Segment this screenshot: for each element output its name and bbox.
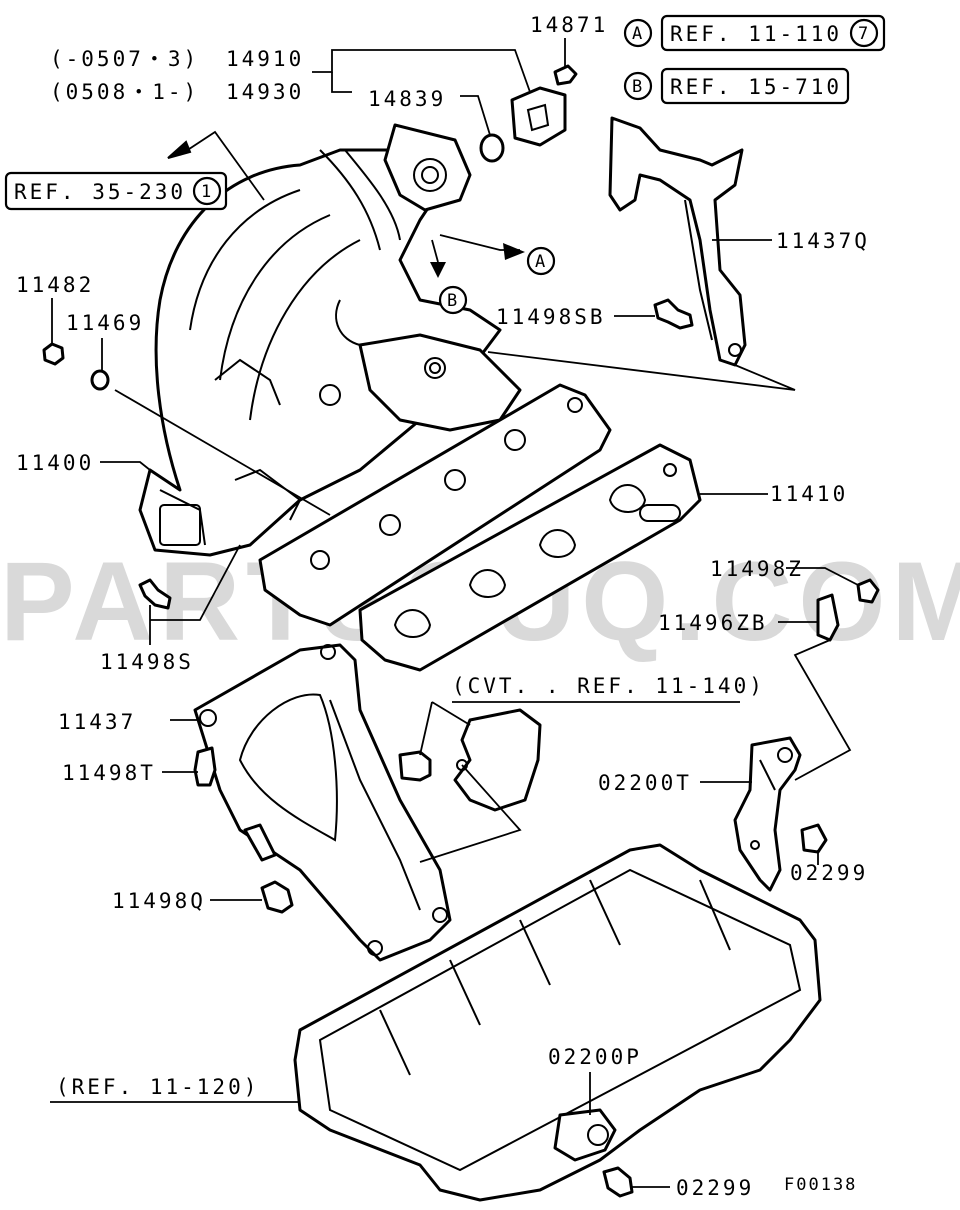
leader-lines [50, 38, 859, 1188]
arrow-ref-35 [167, 140, 192, 159]
cvt-ref-label[interactable]: (CVT. . REF. 11-140) [452, 674, 765, 698]
oil-pan-illustration [293, 843, 822, 1202]
clip-11496zb [816, 593, 840, 642]
part-14910[interactable]: 14910 [226, 47, 304, 71]
ref-box-b[interactable]: B REF. 15-710 [623, 67, 850, 105]
bolt-02299-upper [800, 823, 828, 854]
part-11437[interactable]: 11437 [58, 710, 136, 734]
ref-box-a[interactable]: A REF. 11-110 7 [623, 14, 886, 52]
bolt-11498sb [653, 298, 694, 330]
ref-35-230-number: 1 [201, 182, 213, 202]
part-11498t[interactable]: 11498T [62, 761, 156, 785]
marker-a-text: A [535, 252, 547, 272]
manifold-gasket-illustration [358, 443, 702, 672]
part-14871[interactable]: 14871 [530, 13, 608, 37]
bracket-02200t-illustration [733, 736, 802, 892]
part-11498z[interactable]: 11498Z [710, 557, 804, 581]
ref-11-110-label: REF. 11-110 [670, 22, 842, 46]
ref-15-710-label: REF. 15-710 [670, 75, 842, 99]
part-11496zb[interactable]: 11496ZB [658, 611, 768, 635]
part-11498sb[interactable]: 11498SB [496, 305, 606, 329]
fasteners-illustration [42, 298, 880, 1198]
part-11410[interactable]: 11410 [770, 482, 848, 506]
drawing-code: F00138 [784, 1175, 857, 1195]
part-11437q[interactable]: 11437Q [776, 229, 870, 253]
ref-marker-b-label: B [632, 77, 644, 97]
ref-marker-a-label: A [632, 24, 644, 44]
marker-b-text: B [447, 291, 459, 311]
part-02299-lower[interactable]: 02299 [676, 1176, 754, 1200]
intake-manifold-illustration [138, 123, 522, 557]
part-14839[interactable]: 14839 [368, 87, 446, 111]
part-11482[interactable]: 11482 [16, 273, 94, 297]
part-11400[interactable]: 11400 [16, 451, 94, 475]
sensor-14910-illustration [479, 64, 578, 163]
arrow-a [503, 243, 525, 260]
nut-11482 [42, 342, 65, 366]
part-11469[interactable]: 11469 [66, 311, 144, 335]
cvt-bracket-illustration [398, 708, 542, 812]
manifold-flange-illustration [258, 383, 612, 627]
marker-b-callout[interactable]: B [438, 285, 468, 315]
washer-11469 [90, 369, 110, 391]
part-14930-note: (0508・1-) [50, 80, 199, 104]
ref-11-110-number: 7 [858, 24, 870, 44]
part-02200t[interactable]: 02200T [598, 771, 692, 795]
part-11498q[interactable]: 11498Q [112, 889, 206, 913]
part-14930[interactable]: 14930 [226, 80, 304, 104]
part-14910-note: (-0507・3) [50, 47, 199, 71]
bolt-11498q [260, 880, 294, 914]
part-02200p[interactable]: 02200P [548, 1045, 642, 1069]
ref-11-120-label[interactable]: (REF. 11-120) [56, 1075, 259, 1099]
ref-box-35-230[interactable]: REF. 35-230 1 [4, 171, 228, 211]
bolt-11498s [138, 578, 172, 610]
marker-a-callout[interactable]: A [526, 246, 556, 276]
ref-35-230-label: REF. 35-230 [14, 180, 186, 204]
stay-11437-illustration [193, 643, 452, 962]
bolt-11498z [856, 578, 880, 604]
bracket-11437q-illustration [608, 116, 747, 367]
part-11498s[interactable]: 11498S [100, 650, 194, 674]
part-02299-upper[interactable]: 02299 [790, 861, 868, 885]
arrow-b [430, 262, 446, 278]
bolt-02299-lower [602, 1166, 634, 1198]
bolt-11498t [193, 746, 217, 787]
part-labels: 14871 (-0507・3) 14910 (0508・1-) 14930 14… [16, 13, 870, 1200]
